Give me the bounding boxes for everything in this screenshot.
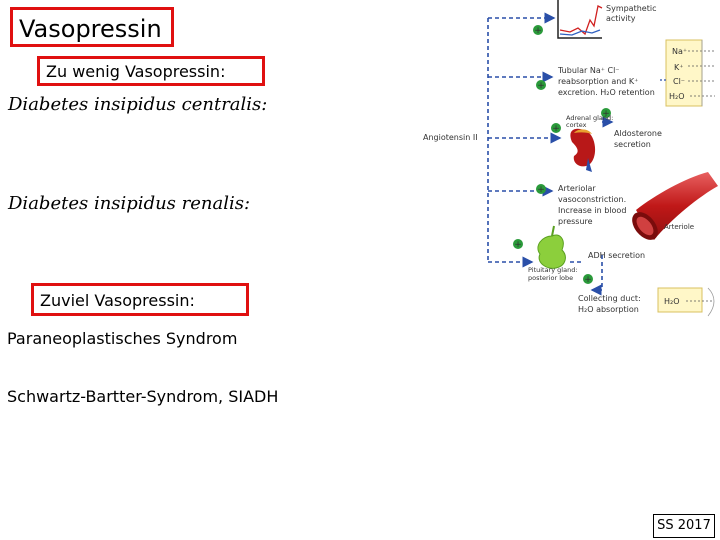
adrenal-label-2: cortex: [566, 121, 587, 129]
kidney-icon: [570, 128, 596, 172]
ion-na: Na⁺: [672, 47, 687, 56]
svg-text:+: +: [537, 81, 545, 91]
page-title: Vasopressin: [19, 15, 162, 43]
pituitary-label-1: Pituitary gland:: [528, 266, 578, 274]
excess-heading: Zuviel Vasopressin:: [40, 291, 195, 310]
svg-text:+: +: [602, 109, 610, 119]
aldosterone-label-1: Aldosterone: [614, 129, 662, 138]
ion-panel: Na⁺ K⁺ Cl⁻ H₂O: [665, 39, 715, 107]
ion-cl: Cl⁻: [673, 77, 685, 86]
svg-text:+: +: [552, 124, 560, 134]
tubular-label-3: excretion. H₂O retention: [558, 88, 655, 97]
item-diabetes-centralis: Diabetes insipidus centralis:: [8, 94, 268, 115]
plus-icon: +: [533, 25, 543, 36]
svg-text:+: +: [537, 185, 545, 195]
pituitary-icon: [537, 225, 566, 269]
footer-term: SS 2017: [657, 518, 711, 533]
tubular-label-1: Tubular Na⁺ Cl⁻: [557, 66, 620, 75]
plus-icon: +: [601, 108, 611, 119]
pituitary-label-2: posterior lobe: [528, 274, 573, 282]
excess-box: Zuviel Vasopressin:: [31, 283, 249, 316]
arteriolar-label-1: Arteriolar: [558, 184, 596, 193]
item-paraneoplastic: Paraneoplastisches Syndrom: [7, 329, 238, 348]
plus-icon: +: [536, 80, 546, 91]
collecting-label-2: H₂O absorption: [578, 305, 639, 314]
item-diabetes-renalis: Diabetes insipidus renalis:: [8, 193, 251, 214]
plus-markers: + + + + + + +: [513, 25, 611, 285]
sympathetic-label-2: activity: [606, 14, 636, 23]
arteriolar-label-3: Increase in blood: [558, 206, 626, 215]
arteriolar-label-2: vasoconstriction.: [558, 195, 626, 204]
item-siadh: Schwartz-Bartter-Syndrom, SIADH: [7, 387, 279, 406]
collecting-duct-panel: H₂O: [657, 287, 715, 317]
svg-text:+: +: [514, 240, 522, 250]
vasopressin-effects-diagram: Sympathetic activity Na⁺ K⁺ Cl⁻ H₂O + + …: [423, 0, 718, 317]
h2o-box-label: H₂O: [664, 297, 680, 306]
plus-icon: +: [551, 123, 561, 134]
svg-text:+: +: [584, 275, 592, 285]
ion-h2o: H₂O: [669, 92, 685, 101]
signal-arrows: [487, 12, 614, 296]
footer-term-box: SS 2017: [653, 514, 715, 538]
collecting-label-1: Collecting duct:: [578, 294, 641, 303]
title-box: Vasopressin: [10, 7, 174, 47]
arteriolar-label-4: pressure: [558, 217, 593, 226]
ion-k: K⁺: [674, 63, 683, 72]
subtitle-box: Zu wenig Vasopressin:: [37, 56, 265, 86]
adrenal-label-1: Adrenal gland:: [566, 114, 613, 122]
sympathetic-label: Sympathetic: [606, 4, 656, 13]
plus-icon: +: [513, 239, 523, 250]
plus-icon: +: [583, 274, 593, 285]
aldosterone-label-2: secretion: [614, 140, 651, 149]
arteriole-vessel-icon: [632, 172, 718, 240]
tubular-label-2: reabsorption and K⁺: [558, 77, 638, 86]
angiotensin-label: Angiotensin II: [423, 133, 478, 142]
sympathetic-graph: [557, 0, 603, 39]
plus-icon: +: [536, 184, 546, 195]
adh-label: ADH secretion: [588, 251, 645, 260]
deficiency-heading: Zu wenig Vasopressin:: [46, 62, 226, 81]
arteriole-label: Arteriole: [664, 223, 694, 231]
svg-text:+: +: [534, 26, 542, 36]
